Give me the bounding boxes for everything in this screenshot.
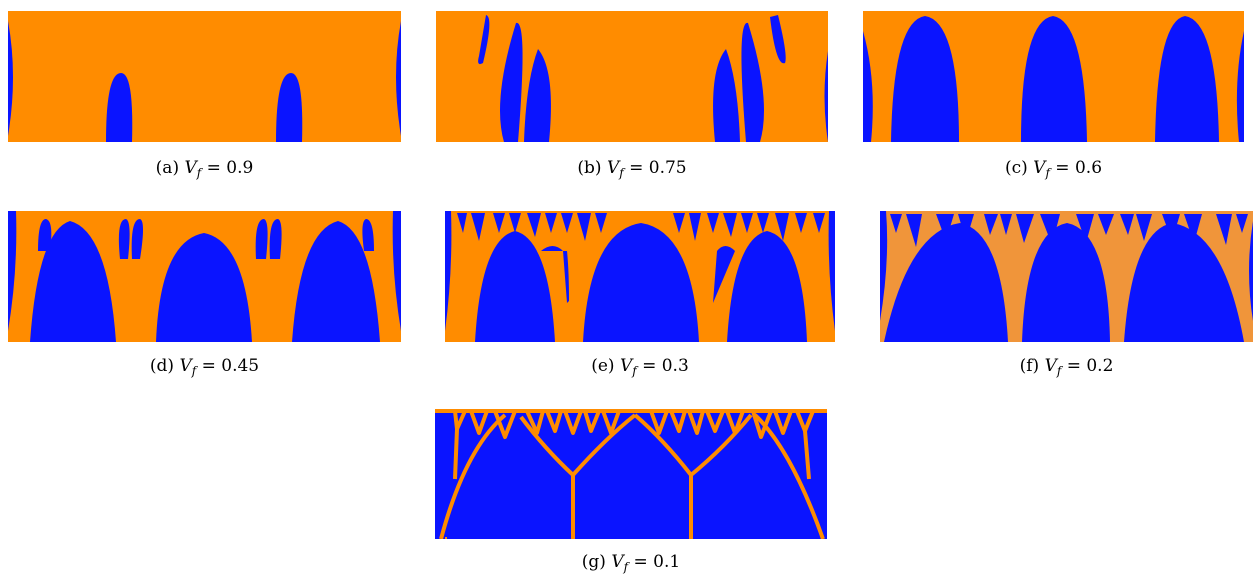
panel-a-image <box>8 11 401 142</box>
panel-d-caption: (d) Vf = 0.45 <box>149 356 260 378</box>
panel-e-caption: (e) Vf = 0.3 <box>591 356 689 378</box>
panel-a-caption: (a) Vf = 0.9 <box>155 158 254 180</box>
panel-f-image <box>880 211 1253 342</box>
panel-f-caption: (f) Vf = 0.2 <box>1019 356 1114 378</box>
panel-d-image <box>8 211 401 342</box>
panel-c-caption: (c) Vf = 0.6 <box>1004 158 1103 180</box>
panel-g-image <box>435 409 827 539</box>
panel-e-image <box>445 211 835 342</box>
panel-b-caption: (b) Vf = 0.75 <box>577 158 687 180</box>
panel-b-image <box>436 11 828 142</box>
panel-c-image <box>863 11 1244 142</box>
panel-g-caption: (g) Vf = 0.1 <box>581 552 681 574</box>
